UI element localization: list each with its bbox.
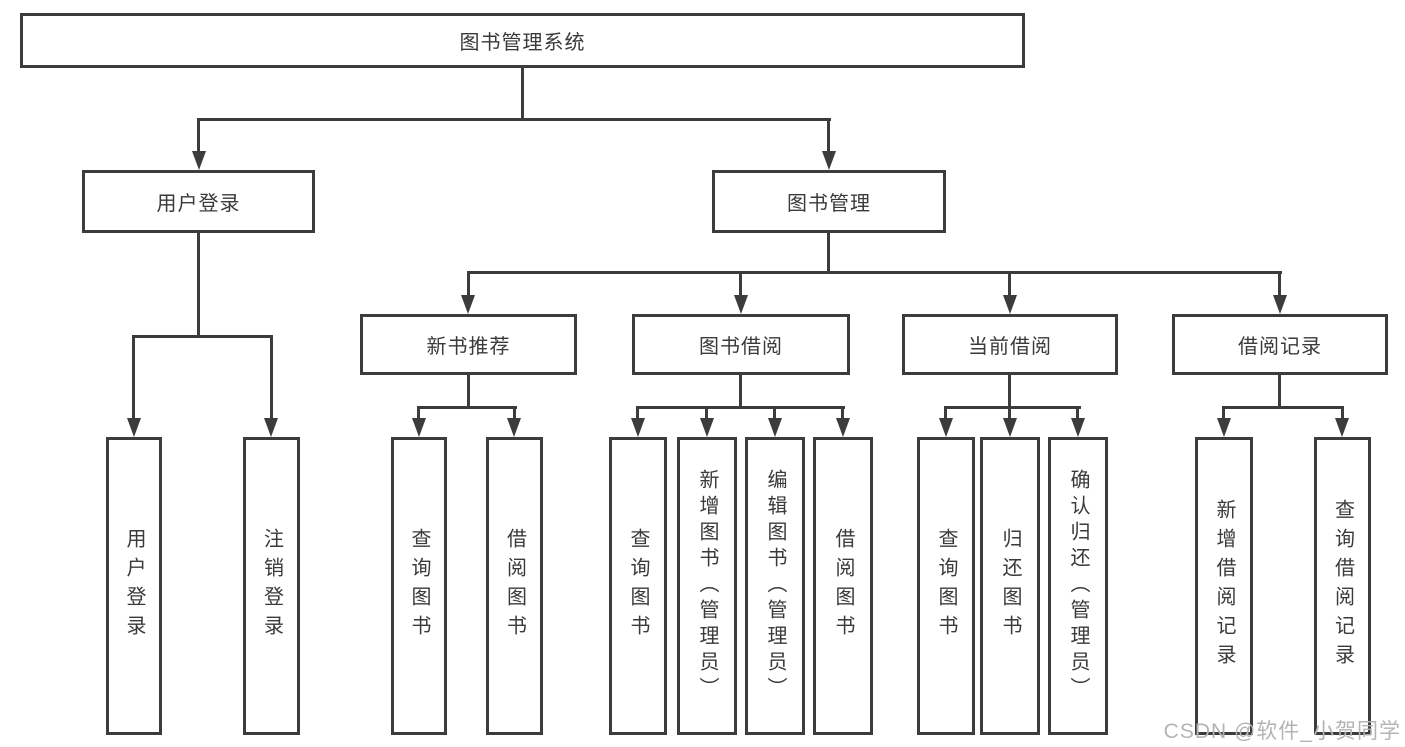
node-current-borrow: 当前借阅 bbox=[902, 314, 1118, 375]
csdn-watermark: CSDN @软件_小贺同学 bbox=[1163, 720, 1401, 743]
leaf-add-borrow-record-label: 新增借阅记录 bbox=[1213, 499, 1235, 673]
connector-line bbox=[705, 406, 708, 420]
connector-line bbox=[132, 335, 135, 420]
node-book-management: 图书管理 bbox=[712, 170, 946, 233]
connector-line bbox=[197, 118, 831, 121]
connector-line bbox=[636, 406, 845, 409]
connector-line bbox=[1222, 406, 1344, 409]
node-borrow-records: 借阅记录 bbox=[1172, 314, 1388, 375]
arrowhead bbox=[507, 418, 521, 437]
leaf-user-login: 用户登录 bbox=[106, 437, 162, 735]
leaf-user-login-label: 用户登录 bbox=[123, 528, 145, 644]
leaf-borrow-books-1-label: 借阅图书 bbox=[503, 528, 526, 644]
leaf-logout-label: 注销登录 bbox=[260, 528, 283, 644]
leaf-return-books: 归还图书 bbox=[980, 437, 1040, 735]
connector-line bbox=[1278, 375, 1281, 408]
node-current-borrow-label: 当前借阅 bbox=[968, 336, 1052, 358]
arrowhead bbox=[192, 151, 206, 170]
connector-line bbox=[944, 406, 947, 420]
node-new-book-recommend: 新书推荐 bbox=[360, 314, 577, 375]
arrowhead bbox=[1071, 418, 1085, 437]
leaf-edit-book-admin-label: 编辑图书（管理员） bbox=[764, 469, 786, 703]
connector-line bbox=[197, 233, 200, 335]
leaf-query-books-1-label: 查询图书 bbox=[408, 528, 430, 644]
arrowhead bbox=[939, 418, 953, 437]
leaf-confirm-return-admin-label: 确认归还（管理员） bbox=[1067, 469, 1089, 703]
connector-line bbox=[1341, 406, 1344, 420]
arrowhead bbox=[127, 418, 141, 437]
arrowhead bbox=[822, 151, 836, 170]
connector-line bbox=[270, 335, 273, 420]
leaf-confirm-return-admin: 确认归还（管理员） bbox=[1048, 437, 1108, 735]
node-book-borrow: 图书借阅 bbox=[632, 314, 850, 375]
connector-line bbox=[132, 335, 273, 338]
arrowhead bbox=[631, 418, 645, 437]
leaf-add-borrow-record: 新增借阅记录 bbox=[1195, 437, 1253, 735]
leaf-borrow-books-2: 借阅图书 bbox=[813, 437, 873, 735]
leaf-borrow-books-1: 借阅图书 bbox=[486, 437, 543, 735]
arrowhead bbox=[1217, 418, 1231, 437]
connector-line bbox=[1008, 271, 1011, 298]
connector-line bbox=[739, 271, 742, 298]
arrowhead bbox=[461, 295, 475, 314]
leaf-query-books-2-label: 查询图书 bbox=[627, 528, 649, 644]
leaf-query-books-3: 查询图书 bbox=[917, 437, 975, 735]
connector-line bbox=[197, 118, 200, 154]
leaf-query-borrow-record-label: 查询借阅记录 bbox=[1331, 499, 1354, 673]
node-root-label: 图书管理系统 bbox=[459, 32, 586, 54]
leaf-logout: 注销登录 bbox=[243, 437, 300, 735]
leaf-query-borrow-record: 查询借阅记录 bbox=[1314, 437, 1371, 735]
arrowhead bbox=[1003, 295, 1017, 314]
connector-line bbox=[521, 68, 524, 118]
connector-line bbox=[827, 233, 830, 274]
arrowhead bbox=[1335, 418, 1349, 437]
connector-line bbox=[636, 406, 639, 420]
connector-line bbox=[773, 406, 776, 420]
connector-line bbox=[417, 406, 517, 409]
connector-line bbox=[739, 375, 742, 408]
arrowhead bbox=[700, 418, 714, 437]
node-borrow-records-label: 借阅记录 bbox=[1238, 336, 1322, 358]
connector-line bbox=[1222, 406, 1225, 420]
leaf-add-book-admin-label: 新增图书（管理员） bbox=[696, 469, 718, 703]
connector-line bbox=[1008, 375, 1011, 408]
node-new-book-recommend-label: 新书推荐 bbox=[426, 336, 511, 358]
connector-line bbox=[467, 271, 470, 298]
arrowhead bbox=[1273, 295, 1287, 314]
leaf-add-book-admin: 新增图书（管理员） bbox=[677, 437, 737, 735]
node-book-management-label: 图书管理 bbox=[787, 193, 871, 215]
node-book-borrow-label: 图书借阅 bbox=[699, 336, 783, 358]
connector-line bbox=[1076, 406, 1079, 420]
connector-line bbox=[417, 406, 420, 420]
arrowhead bbox=[1003, 418, 1017, 437]
connector-line bbox=[1008, 406, 1011, 420]
arrowhead bbox=[264, 418, 278, 437]
connector-line bbox=[841, 406, 844, 420]
connector-line bbox=[944, 406, 1081, 409]
node-user-login-label: 用户登录 bbox=[156, 193, 241, 215]
connector-line bbox=[467, 375, 470, 408]
connector-line bbox=[827, 118, 830, 154]
arrowhead bbox=[768, 418, 782, 437]
node-user-login: 用户登录 bbox=[82, 170, 315, 233]
leaf-query-books-2: 查询图书 bbox=[609, 437, 667, 735]
leaf-query-books-1: 查询图书 bbox=[391, 437, 447, 735]
arrowhead bbox=[412, 418, 426, 437]
leaf-return-books-label: 归还图书 bbox=[999, 528, 1021, 644]
connector-line bbox=[1278, 271, 1281, 298]
leaf-edit-book-admin: 编辑图书（管理员） bbox=[745, 437, 805, 735]
arrowhead bbox=[836, 418, 850, 437]
arrowhead bbox=[734, 295, 748, 314]
leaf-borrow-books-2-label: 借阅图书 bbox=[832, 528, 854, 644]
connector-line bbox=[467, 271, 1282, 274]
node-root: 图书管理系统 bbox=[20, 13, 1025, 68]
connector-line bbox=[513, 406, 516, 420]
leaf-query-books-3-label: 查询图书 bbox=[935, 528, 957, 644]
